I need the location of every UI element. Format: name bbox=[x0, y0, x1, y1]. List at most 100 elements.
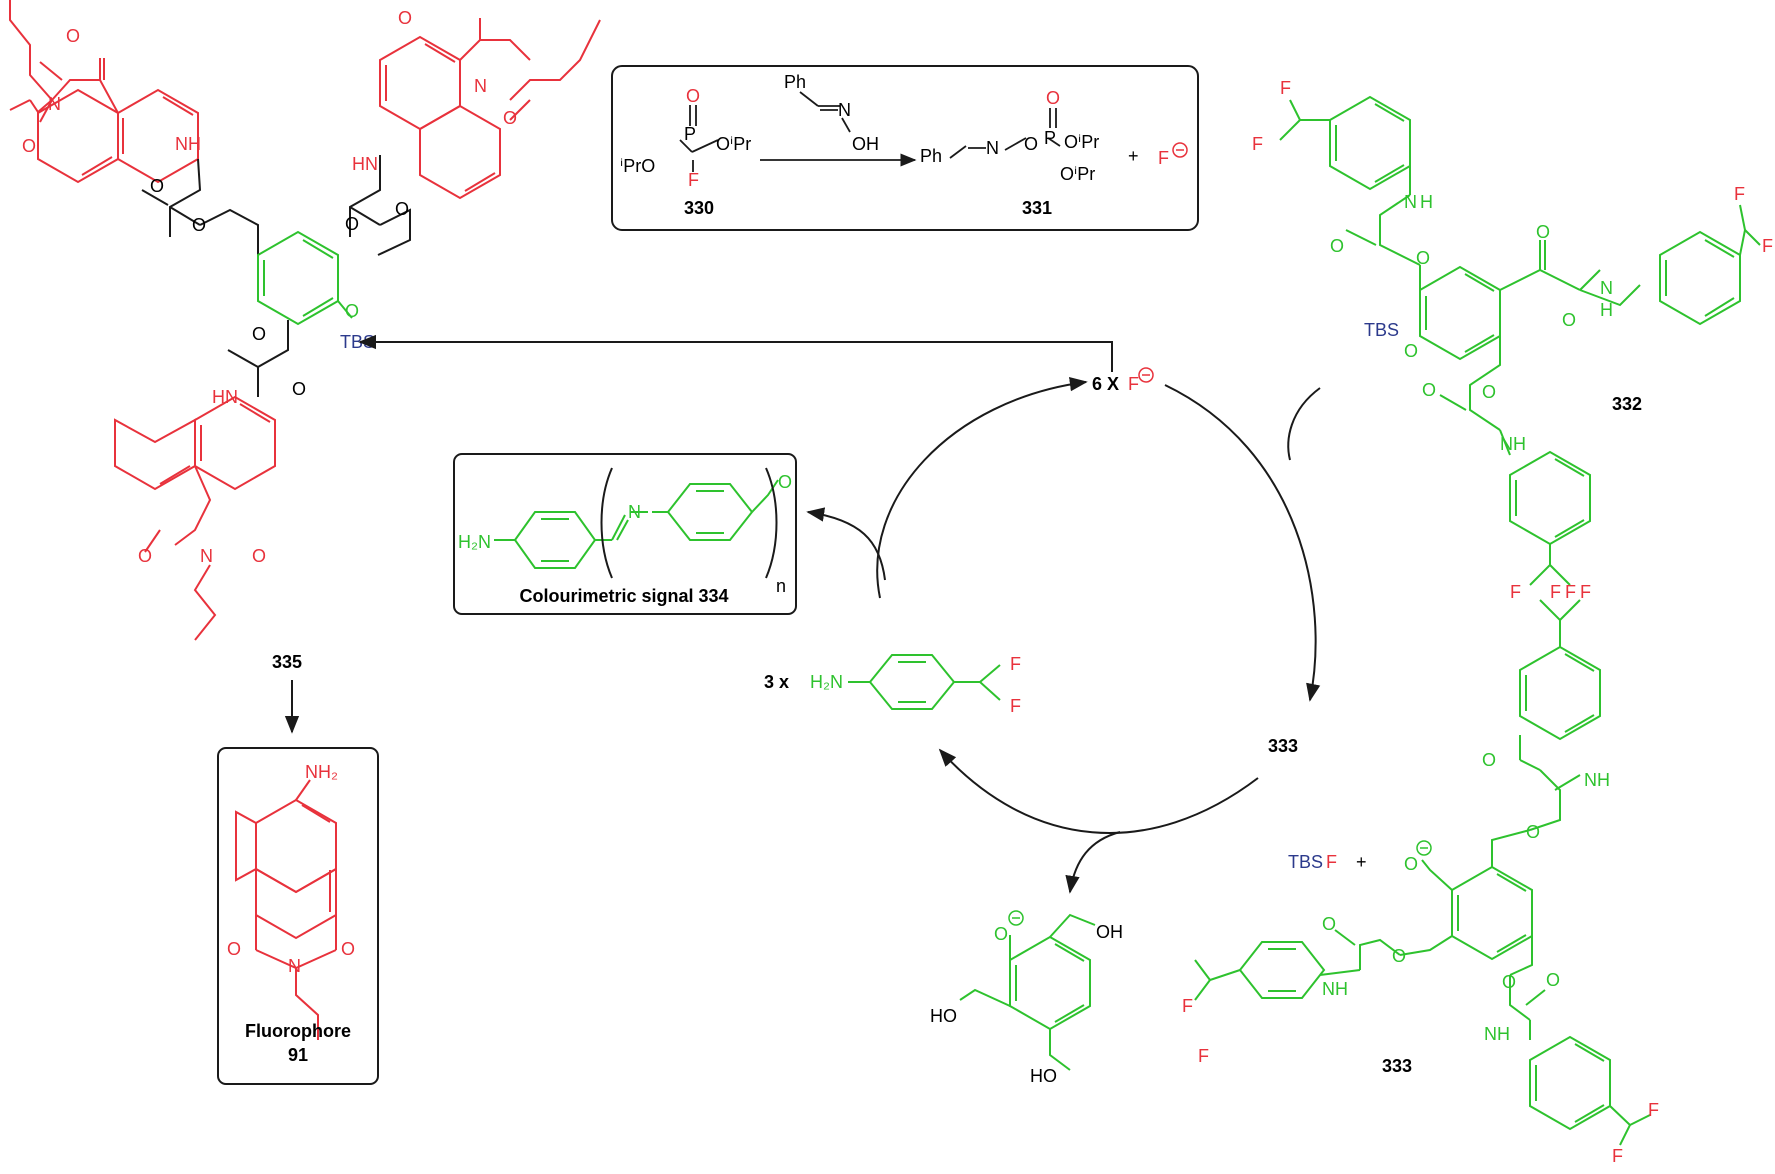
catalytic-cycle bbox=[358, 334, 1321, 894]
arc-out-signal bbox=[806, 507, 886, 581]
r330-ipro: ⁱPrO bbox=[620, 156, 655, 176]
o-atom: O bbox=[138, 546, 152, 566]
o-atom: O bbox=[345, 214, 359, 234]
compound-label-333-cycle: 333 bbox=[1268, 736, 1298, 756]
o-atom: O bbox=[227, 939, 241, 959]
f-atom: F bbox=[1762, 236, 1773, 256]
p331-oipr-1: OⁱPr bbox=[1064, 132, 1099, 152]
o-atom: O bbox=[1392, 946, 1406, 966]
o-atom: O bbox=[341, 939, 355, 959]
compound-332-labels: F F N H O O TBS O O O N H F F O O NH F F… bbox=[1252, 78, 1773, 602]
f-atom: F bbox=[1010, 654, 1021, 674]
compound-label-331: 331 bbox=[1022, 198, 1052, 218]
fluoride-f: F bbox=[1158, 148, 1169, 168]
o-atom: O bbox=[1482, 382, 1496, 402]
compound-label-330: 330 bbox=[684, 198, 714, 218]
central-ring-335 bbox=[257, 230, 353, 326]
plus-sign: + bbox=[1128, 146, 1139, 166]
oh-right: OH bbox=[1096, 922, 1123, 942]
phenoxide-o: O bbox=[1404, 854, 1418, 874]
f-atom: F bbox=[1580, 582, 1591, 602]
arc-out-phenoxide bbox=[1065, 831, 1121, 894]
arc-fluoride-to-333 bbox=[1164, 384, 1321, 702]
ho-left: HO bbox=[930, 1006, 957, 1026]
n-atom: N bbox=[474, 76, 487, 96]
naphthalimide-top-left bbox=[9, 0, 199, 184]
f-atom: F bbox=[1010, 696, 1021, 716]
compound-335-labels: O N O NH O O O N O HN O O O TBS O HN O O… bbox=[22, 8, 517, 672]
phenoxide-triol bbox=[959, 913, 1096, 1071]
aniline-h2n: H₂N bbox=[810, 672, 843, 692]
aniline-count: 3 x bbox=[764, 672, 789, 692]
o-atom: O bbox=[150, 176, 164, 196]
fluorophore-number: 91 bbox=[288, 1045, 308, 1065]
h-atom: H bbox=[1600, 300, 1613, 320]
p331-o: O bbox=[1024, 134, 1038, 154]
tbsf-f: F bbox=[1326, 852, 1337, 872]
f-atom: F bbox=[1198, 1046, 1209, 1066]
arc-incoming-332 bbox=[1287, 387, 1321, 461]
negative-charge-icon bbox=[1138, 367, 1154, 383]
p331-n: N bbox=[986, 138, 999, 158]
nh2-group: NH₂ bbox=[305, 762, 338, 782]
p331-o-top: O bbox=[1046, 88, 1060, 108]
f-atom: F bbox=[1510, 582, 1521, 602]
fluoride-f: F bbox=[1128, 374, 1139, 394]
o-atom: O bbox=[395, 199, 409, 219]
n-atom: N bbox=[1404, 192, 1417, 212]
o-atom: O bbox=[1502, 972, 1516, 992]
compound-333-labels: TBS F + O O NH O F F O O NH F F O O NH F… bbox=[1182, 582, 1659, 1166]
o-atom: O bbox=[398, 8, 412, 28]
compound-label-332: 332 bbox=[1612, 394, 1642, 414]
signal-box-334: H₂N N O n Colourimetric signal 334 bbox=[453, 453, 797, 615]
n-atom: N bbox=[628, 502, 641, 522]
f-atom: F bbox=[1612, 1146, 1623, 1166]
o-atom: O bbox=[22, 136, 36, 156]
o-atom: O bbox=[192, 215, 206, 235]
f-atom: F bbox=[1734, 184, 1745, 204]
negative-charge-icon bbox=[1008, 910, 1024, 926]
f-atom: F bbox=[1182, 996, 1193, 1016]
nh-group: NH bbox=[1500, 434, 1526, 454]
hn-group: HN bbox=[352, 154, 378, 174]
negative-charge-icon bbox=[1416, 840, 1432, 856]
o-atom: O bbox=[1322, 914, 1336, 934]
nh-group: NH bbox=[1484, 1024, 1510, 1044]
ether-o-atom: O bbox=[1404, 341, 1418, 361]
f-atom: F bbox=[1252, 134, 1263, 154]
tbsf-tbs: TBS bbox=[1288, 852, 1323, 872]
f-atom: F bbox=[1565, 582, 1576, 602]
reagent-oh: OH bbox=[852, 134, 879, 154]
ether-o-atom: O bbox=[345, 301, 359, 321]
p331-ph: Ph bbox=[920, 146, 942, 166]
p331-p: P bbox=[1044, 128, 1056, 148]
o-atom: O bbox=[1330, 236, 1344, 256]
compound-335 bbox=[9, 0, 601, 641]
signal-caption: Colourimetric signal 334 bbox=[519, 586, 728, 606]
compound-333 bbox=[1194, 599, 1651, 1146]
r330-p: P bbox=[684, 124, 696, 144]
fluorophore-caption: Fluorophore bbox=[245, 1021, 351, 1041]
fluoride-count: 6 X bbox=[1092, 374, 1119, 394]
r330-f: F bbox=[688, 170, 699, 190]
o-atom: O bbox=[1536, 222, 1550, 242]
inset-box-330-331: Ph N OH O P OⁱPr ⁱPrO F 330 Ph N O O P O… bbox=[611, 65, 1199, 231]
aniline-structure bbox=[848, 654, 1001, 710]
o-atom: O bbox=[1562, 310, 1576, 330]
o-atom: O bbox=[252, 324, 266, 344]
compound-label-335: 335 bbox=[272, 652, 302, 672]
o-atom: O bbox=[292, 379, 306, 399]
hn-group: HN bbox=[212, 387, 238, 407]
f-atom: F bbox=[1648, 1100, 1659, 1120]
arrow-fluoride-to-335 bbox=[358, 334, 1113, 372]
h2n-group: H₂N bbox=[458, 532, 491, 552]
arc-aniline-to-fluoride bbox=[876, 376, 1088, 599]
o-atom: O bbox=[503, 108, 517, 128]
nh-group: NH bbox=[1322, 979, 1348, 999]
f-atom: F bbox=[1550, 582, 1561, 602]
cycle-labels: 6 X F 333 3 x H₂N F F bbox=[764, 374, 1298, 756]
n-atom: N bbox=[1600, 278, 1613, 298]
r330-o: O bbox=[686, 86, 700, 106]
fluorophore-box: NH₂ O N O Fluorophore 91 bbox=[217, 747, 379, 1085]
compound-label-333: 333 bbox=[1382, 1056, 1412, 1076]
